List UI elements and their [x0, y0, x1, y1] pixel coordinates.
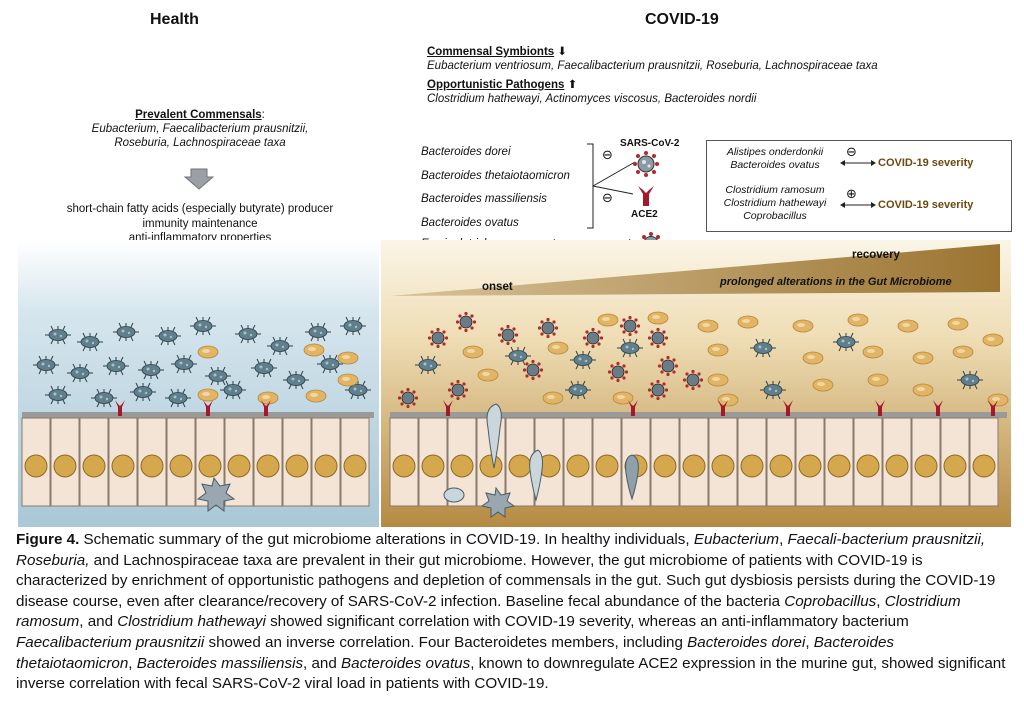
bacteroides-ovatus: Bacteroides ovatus: [421, 216, 519, 229]
covid-taxa-block: Commensal Symbionts ⬇ Eubacterium ventri…: [427, 45, 1007, 106]
severity-correlation-box: [706, 140, 1012, 232]
commensals-line-1: Eubacterium, Faecalibacterium prausnitzi…: [91, 123, 309, 135]
caption-text-5: , and: [79, 613, 118, 631]
clostridium-hathewayi: Clostridium hathewayi: [723, 197, 827, 209]
covid-microvilli: [390, 412, 1007, 418]
up-arrow-glyph: ⬆: [567, 79, 578, 91]
symbionts-list: Eubacterium ventriosum, Faecalibacterium…: [427, 60, 878, 72]
heading-colon: :: [261, 109, 265, 121]
bacteroides-dorei: Bacteroides dorei: [421, 146, 511, 158]
bacteroides-list: Bacteroides dorei Bacteroides thetaiotao…: [421, 141, 570, 235]
health-properties: short-chain fatty acids (especially buty…: [20, 202, 380, 246]
severity-double-arrow-1: [840, 160, 876, 166]
caption-italic-7: Bacteroides dorei: [687, 633, 806, 651]
caption-italic-2: Faecali-bacterium prausnitzii, Roseburia…: [16, 531, 986, 569]
caption-text-8: ,: [805, 633, 814, 651]
bacteroides-virus-schematic: [587, 143, 636, 229]
recovery-wedge: [390, 244, 1000, 296]
minus-sign-severity: ⊖: [846, 144, 857, 159]
commensals-line-2: Roseburia, Lachnospiraceae taxa: [114, 137, 286, 149]
alistipes-onderdonkii: Alistipes onderdonkii: [726, 146, 824, 158]
ace2-label: ACE2: [631, 209, 658, 220]
prevalent-commensals-heading: Prevalent Commensals: [135, 109, 262, 121]
caption-text-3: and Lachnospiraceae taxa are prevalent i…: [16, 551, 996, 610]
severity-label-negative: COVID-19 severity: [878, 157, 974, 169]
ace2-receptor-icon: [638, 186, 654, 206]
severity-label-positive: COVID-19 severity: [878, 199, 974, 211]
figure-label: Figure 4.: [16, 531, 80, 548]
caption-text-10: , and: [303, 654, 342, 672]
clostridium-ramosum: Clostridium ramosum: [725, 184, 825, 196]
caption-text-7: showed an inverse correlation. Four Bact…: [204, 633, 688, 651]
down-arrow-glyph: ⬇: [557, 46, 568, 58]
opportunistic-pathogens-heading: Opportunistic Pathogens: [427, 79, 565, 91]
health-commensals-block: Prevalent Commensals: Eubacterium, Faeca…: [20, 108, 380, 150]
property-scfa: short-chain fatty acids (especially buty…: [66, 203, 334, 215]
caption-italic-6: Faecalibacterium prausnitzii: [16, 633, 205, 651]
caption-italic-3: Coprobacillus: [784, 592, 877, 610]
down-arrow-icon: [184, 168, 214, 190]
bacteroides-thetaiotaomicron: Bacteroides thetaiotaomicron: [421, 169, 570, 182]
caption-text-6: showed significant correlation with COVI…: [265, 613, 909, 631]
covid-title: COVID-19: [645, 11, 719, 28]
pathogens-list: Clostridium hathewayi, Actinomyces visco…: [427, 93, 757, 105]
onset-label: onset: [482, 281, 513, 293]
property-immunity: immunity maintenance: [142, 217, 258, 230]
caption-italic-9: Bacteroides massiliensis: [136, 654, 304, 672]
bacteroides-massiliensis: Bacteroides massiliensis: [421, 193, 547, 205]
commensal-symbionts-heading: Commensal Symbionts: [427, 46, 555, 58]
caption-text-11: , known to downregulate ACE2 expression …: [16, 654, 1006, 693]
minus-sign-ace2: ⊖: [602, 190, 613, 205]
minus-sign-virus: ⊖: [602, 147, 613, 162]
caption-italic-4: Clostridium ramosum: [16, 592, 961, 631]
caption-italic-5: Clostridium hathewayi: [117, 613, 266, 631]
caption-italic-8: Bacteroides thetaiotaomicron: [16, 633, 894, 672]
negative-correlation-taxa: Alistipes onderdonkii Bacteroides ovatus: [712, 146, 838, 172]
sars-cov-2-virus-icon: [633, 151, 659, 177]
health-microvilli: [22, 412, 374, 418]
figure-caption: Figure 4. Schematic summary of the gut m…: [16, 530, 1010, 695]
caption-text-9: ,: [128, 654, 137, 672]
gut-illustration: [18, 240, 1011, 527]
positive-correlation-taxa: Clostridium ramosum Clostridium hatheway…: [712, 184, 838, 223]
severity-double-arrow-2: [840, 202, 876, 208]
caption-italic-10: Bacteroides ovatus: [341, 654, 471, 672]
bacteroides-ovatus-corr: Bacteroides ovatus: [730, 159, 820, 171]
prolonged-alterations-label: prolonged alterations in the Gut Microbi…: [720, 276, 952, 288]
recovery-label: recovery: [852, 249, 900, 261]
coprobacillus: Coprobacillus: [743, 210, 807, 222]
sars-cov-2-label: SARS-CoV-2: [620, 138, 680, 149]
caption-text-2: ,: [779, 531, 788, 548]
caption-text-1: Schematic summary of the gut microbiome …: [79, 531, 694, 548]
health-title: Health: [150, 11, 199, 28]
plus-sign-severity: ⊕: [846, 186, 857, 201]
caption-italic-1: Eubacterium: [693, 531, 780, 548]
immune-cells: [196, 403, 639, 518]
caption-text-4: ,: [876, 592, 885, 610]
